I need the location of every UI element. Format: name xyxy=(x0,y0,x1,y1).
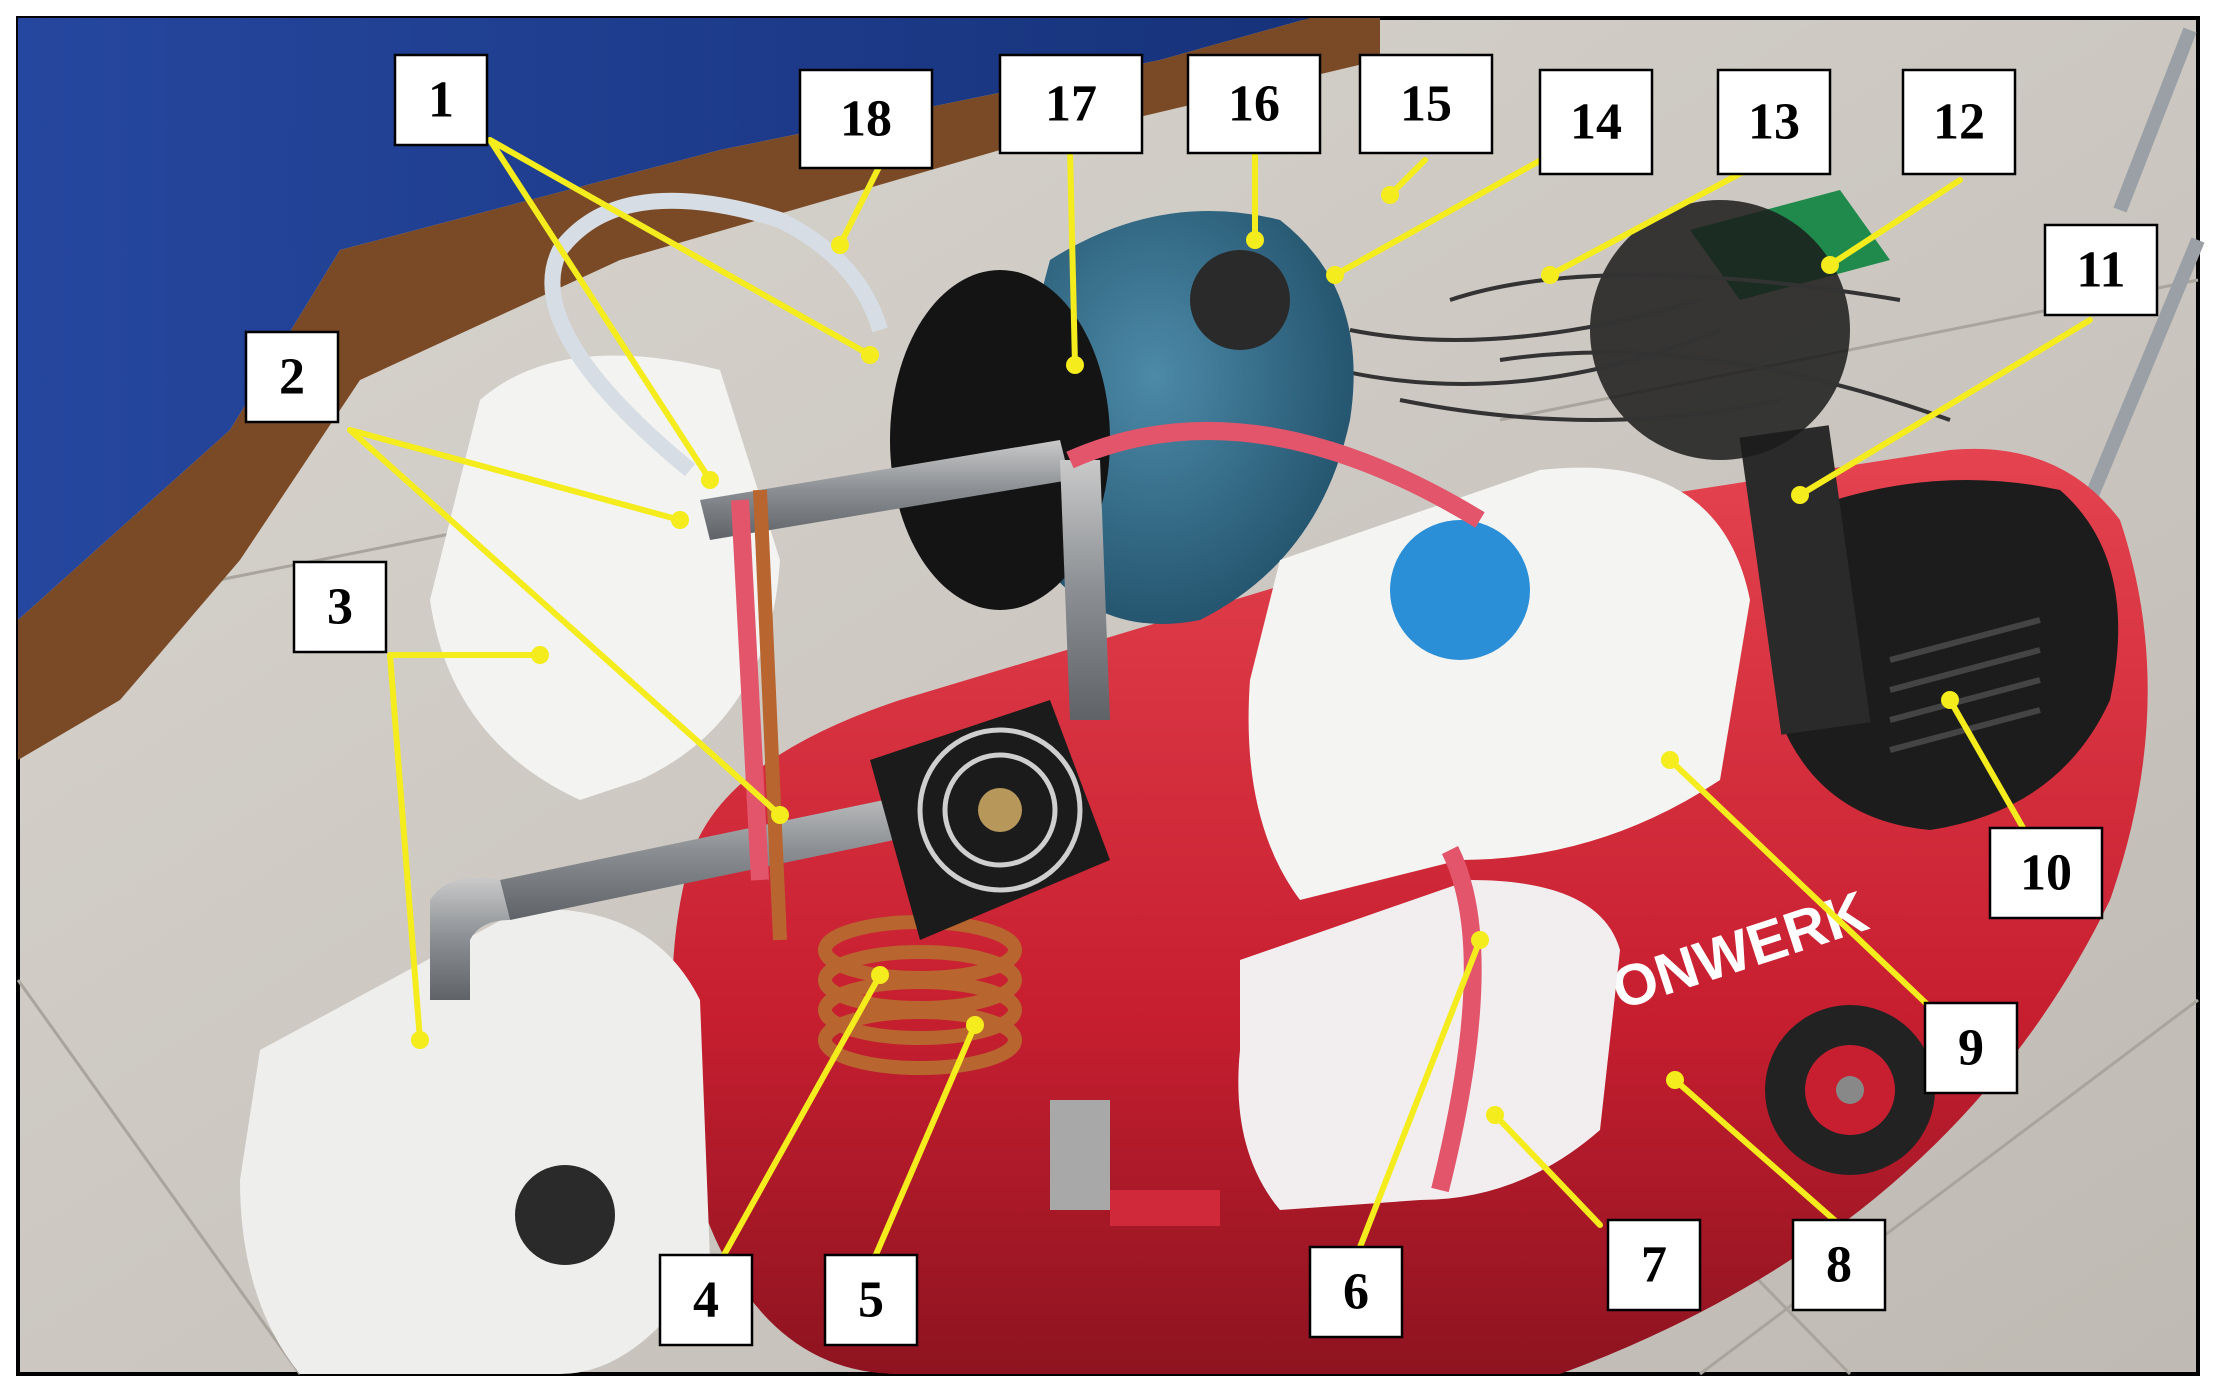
horizontal-pipe xyxy=(500,780,990,920)
callout-4-number: 4 xyxy=(693,1272,719,1329)
callout-14-number: 14 xyxy=(1570,94,1622,151)
callout-5: 5 xyxy=(823,1253,919,1347)
terminal-block xyxy=(1739,425,1871,735)
right-lower-tank xyxy=(1238,880,1620,1210)
callout-2-number: 2 xyxy=(279,349,305,406)
callout-7: 7 xyxy=(1606,1218,1702,1312)
callout-1-number: 1 xyxy=(428,72,454,129)
blue-cabinet xyxy=(18,18,1310,620)
callout-6-number: 6 xyxy=(1343,1264,1369,1321)
callout-12: 12 xyxy=(1901,68,2017,176)
callout-17: 17 xyxy=(998,53,1144,155)
callout-11: 11 xyxy=(2043,223,2159,317)
blue-cap xyxy=(1390,520,1530,660)
cooling-fan xyxy=(870,700,1110,940)
callout-9: 9 xyxy=(1923,1001,2019,1095)
leader-lines xyxy=(347,137,2093,1283)
red-hoses xyxy=(731,421,1485,1193)
callout-15-number: 15 xyxy=(1400,76,1452,133)
callout-16: 16 xyxy=(1186,53,1322,155)
callout-3: 3 xyxy=(292,560,388,654)
copper-coil xyxy=(753,489,1022,1075)
callout-3-number: 3 xyxy=(327,579,353,636)
callout-14: 14 xyxy=(1538,68,1654,176)
callout-4: 4 xyxy=(658,1253,754,1347)
wiring xyxy=(1299,273,1951,422)
callout-16-number: 16 xyxy=(1228,76,1280,133)
callout-17-number: 17 xyxy=(1045,76,1097,133)
callout-18-number: 18 xyxy=(840,91,892,148)
upper-pipe xyxy=(700,440,1070,540)
container-opening xyxy=(515,1165,615,1265)
callout-7-number: 7 xyxy=(1641,1237,1667,1294)
compressor-cap xyxy=(1190,250,1290,350)
callout-11-number: 11 xyxy=(2076,242,2125,299)
callout-5-number: 5 xyxy=(858,1272,884,1329)
metal-stand xyxy=(2083,27,2205,503)
callout-13-number: 13 xyxy=(1748,94,1800,151)
motor-housing xyxy=(1780,480,2119,830)
elbow-pipe xyxy=(430,877,510,1000)
callout-10: 10 xyxy=(1988,826,2104,920)
callout-9-number: 9 xyxy=(1958,1020,1984,1077)
lower-white-container xyxy=(240,909,710,1374)
vertical-fitting xyxy=(1060,460,1110,720)
wheel xyxy=(1765,1005,1935,1175)
callout-6: 6 xyxy=(1308,1245,1404,1339)
callout-15: 15 xyxy=(1358,53,1494,155)
callout-2: 2 xyxy=(244,330,340,424)
drain-valve xyxy=(1050,1100,1220,1226)
callout-8-number: 8 xyxy=(1826,1237,1852,1294)
callout-18: 18 xyxy=(798,68,934,170)
callout-13: 13 xyxy=(1716,68,1832,176)
callout-10-number: 10 xyxy=(2020,845,2072,902)
right-upper-tank xyxy=(1248,467,1750,900)
callout-8: 8 xyxy=(1791,1218,1887,1312)
callout-1: 1 xyxy=(393,53,489,147)
callout-12-number: 12 xyxy=(1933,94,1985,151)
flywheel xyxy=(890,270,1110,610)
motor-fan-grille xyxy=(1889,617,2041,753)
